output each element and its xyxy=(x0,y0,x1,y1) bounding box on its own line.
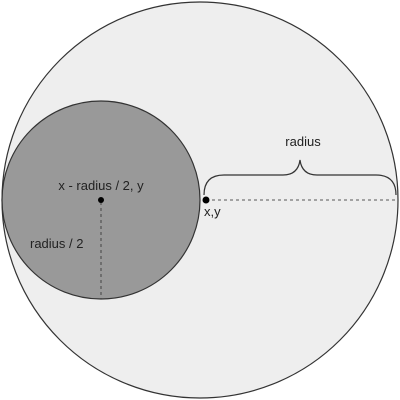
inner-center-point xyxy=(98,197,104,203)
radius-label: radius xyxy=(285,134,321,149)
inner-center-label: x - radius / 2, y xyxy=(58,178,144,193)
inner-radius-label: radius / 2 xyxy=(30,236,83,251)
outer-center-point xyxy=(202,196,210,204)
radius-brace xyxy=(203,159,397,196)
center-point-label: x,y xyxy=(204,204,221,219)
